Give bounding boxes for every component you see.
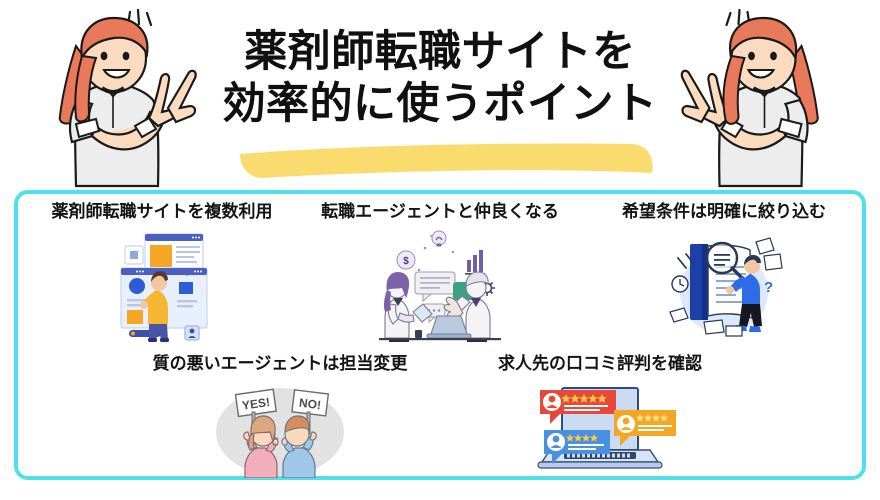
svg-text:$: $ [403,256,409,267]
point-label-3: 希望条件は明確に絞り込む [622,202,826,221]
no-sign-text: NO! [298,396,322,413]
point-item-4[interactable]: 質の悪いエージェントは担当変更 YES! NO! [130,354,430,482]
point-art-2-wrap: $ [306,230,574,343]
yes-sign-text: YES! [241,395,271,413]
point-art-4-wrap: YES! NO! [130,382,430,482]
laptop-review-bubbles-icon [537,387,676,469]
point-item-3[interactable]: 希望条件は明確に絞り込む [590,202,858,342]
point-label-4: 質の悪いエージェントは担当変更 [152,354,408,373]
page-title: 薬剤師転職サイトを 効率的に使うポイント [222,28,658,129]
points-panel: 薬剤師転職サイトを複数利用 [14,190,866,480]
point-label-5: 求人先の口コミ評判を確認 [498,354,702,373]
point-art-1-wrap [28,230,296,343]
point-item-2[interactable]: 転職エージェントと仲良くなる $ [306,202,574,343]
review-bubble-blue [544,430,610,465]
point-item-5[interactable]: 求人先の口コミ評判を確認 [450,354,750,482]
two-people-conversation-icon: $ [379,230,501,343]
header: 薬剤師転職サイトを 効率的に使うポイント [0,0,880,190]
woman-pointing-up-left-illustration [58,8,197,188]
points-row-bottom: 質の悪いエージェントは担当変更 YES! NO! [18,354,862,479]
point-label-2: 転職エージェントと仲良くなる [321,202,559,221]
review-bubble-red [540,390,616,425]
review-bubble-orange [614,410,676,447]
person-magnifier-documents-icon: ? [669,237,783,337]
point-art-5-wrap [450,382,750,482]
point-art-3-wrap: ? [590,230,858,342]
point-item-1[interactable]: 薬剤師転職サイトを複数利用 [28,202,296,343]
person-browsing-multiple-sites-icon [120,233,208,343]
woman-pointing-up-right-illustration [680,8,819,188]
yellow-underline-brush [240,143,653,178]
two-people-yes-no-signs-icon: YES! NO! [216,388,344,479]
points-row-top: 薬剤師転職サイトを複数利用 [18,202,862,362]
point-label-1: 薬剤師転職サイトを複数利用 [51,202,273,221]
svg-text:?: ? [764,279,773,296]
